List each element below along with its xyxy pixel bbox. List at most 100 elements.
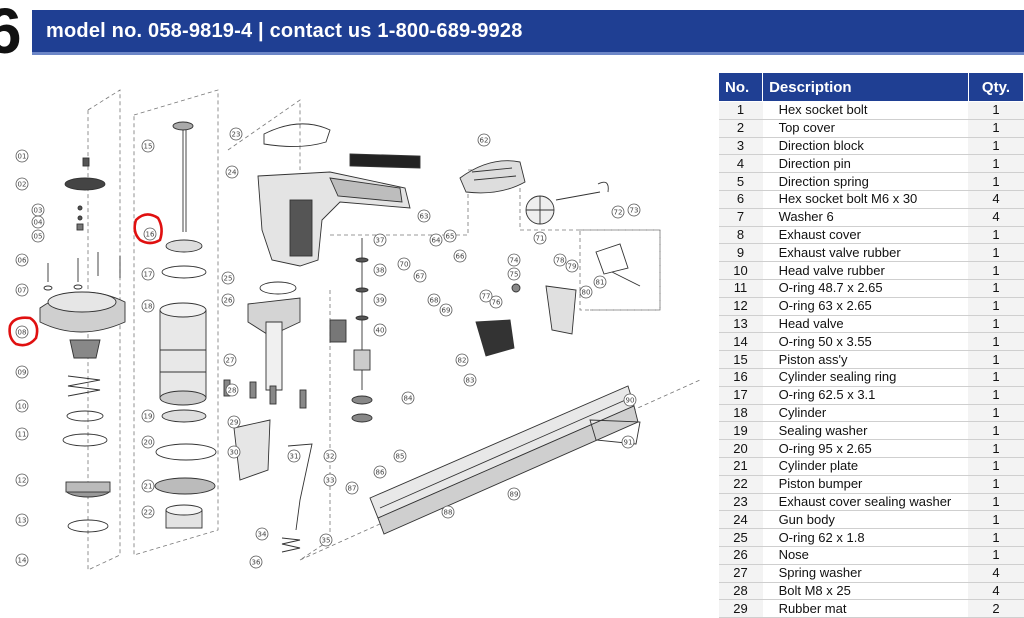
cell-qty: 1 [968, 528, 1024, 547]
cell-no: 29 [718, 599, 763, 618]
cell-no: 1 [718, 101, 763, 120]
cell-qty: 1 [968, 350, 1024, 369]
callout-label: 28 [228, 386, 237, 394]
callout-label: 62 [480, 136, 489, 144]
callout-label: 05 [34, 232, 43, 240]
callout-label: 91 [624, 438, 633, 446]
callout-label: 32 [326, 452, 335, 460]
callout-20: 20 [141, 435, 155, 449]
cell-description: Head valve [762, 315, 969, 334]
cell-description: Cylinder plate [762, 457, 969, 476]
callout-label: 17 [144, 270, 153, 278]
cell-description: Hex socket bolt [762, 101, 969, 120]
callout-label: 27 [226, 356, 235, 364]
callout-label: 69 [442, 306, 451, 314]
callout-label: 30 [230, 448, 239, 456]
callout-13: 13 [15, 513, 29, 527]
cell-no: 5 [718, 172, 763, 191]
callout-label: 25 [224, 274, 233, 282]
page-number: 6 [0, 0, 22, 67]
callout-label: 29 [230, 418, 239, 426]
callout-18: 18 [141, 299, 155, 313]
callout-28: 28 [225, 383, 239, 397]
cell-description: O-ring 50 x 3.55 [762, 332, 969, 352]
callout-68: 68 [427, 293, 441, 307]
cell-qty: 1 [968, 386, 1024, 405]
table-header-row: No. Description Qty. [717, 72, 1024, 102]
callout-label: 33 [326, 476, 335, 484]
cell-qty: 1 [968, 119, 1024, 138]
callout-label: 35 [322, 536, 331, 544]
callout-label: 68 [430, 296, 439, 304]
callout-01: 01 [15, 149, 29, 163]
cell-no: 2 [718, 119, 763, 138]
cell-description: O-ring 48.7 x 2.65 [762, 279, 969, 298]
cell-qty: 4 [968, 208, 1024, 227]
cell-no: 27 [718, 564, 763, 583]
callout-label: 40 [376, 326, 385, 334]
cell-no: 10 [718, 261, 763, 280]
cell-qty: 1 [968, 332, 1024, 352]
exploded-parts-diagram: 0102030405060708091011121314151617181920… [8, 89, 701, 571]
callout-label: 21 [144, 482, 153, 490]
callout-label: 64 [432, 236, 441, 244]
callout-87: 87 [345, 481, 359, 495]
callout-label: 87 [348, 484, 357, 492]
callout-04: 04 [31, 215, 45, 229]
cell-qty: 1 [968, 421, 1024, 441]
header-title: model no. 058-9819-4 | contact us 1-800-… [46, 20, 523, 42]
cell-no: 14 [718, 332, 763, 352]
callout-70: 70 [397, 257, 411, 271]
cell-qty: 1 [968, 475, 1024, 494]
cell-qty: 2 [968, 599, 1024, 618]
cell-qty: 1 [968, 261, 1024, 280]
callout-09: 09 [15, 365, 29, 379]
callout-label: 72 [614, 208, 623, 216]
header-no: No. [717, 72, 764, 102]
callout-81: 81 [593, 275, 607, 289]
cell-qty: 1 [968, 404, 1024, 423]
cell-qty: 4 [968, 582, 1024, 601]
callout-33: 33 [323, 473, 337, 487]
cell-no: 9 [718, 243, 763, 263]
callout-label: 86 [376, 468, 385, 476]
callout-label: 81 [596, 278, 605, 286]
callout-78: 78 [553, 253, 567, 267]
cell-qty: 1 [968, 279, 1024, 298]
cell-description: Piston bumper [762, 475, 969, 494]
cell-no: 18 [718, 404, 763, 423]
callout-label: 88 [444, 508, 453, 516]
cell-qty: 4 [968, 190, 1024, 209]
cell-no: 7 [718, 208, 763, 227]
cell-qty: 1 [968, 510, 1024, 530]
callout-75: 75 [507, 267, 521, 281]
cell-description: Direction pin [762, 154, 969, 174]
callout-84: 84 [401, 391, 415, 405]
cell-qty: 1 [968, 243, 1024, 263]
callout-63: 63 [417, 209, 431, 223]
callout-label: 66 [456, 252, 465, 260]
callout-77: 77 [479, 289, 493, 303]
callout-67: 67 [413, 269, 427, 283]
callout-88: 88 [441, 505, 455, 519]
callout-64: 64 [429, 233, 443, 247]
callout-label: 36 [252, 558, 261, 566]
cell-no: 22 [718, 475, 763, 494]
callout-22: 22 [141, 505, 155, 519]
callout-label: 04 [34, 218, 43, 226]
callout-label: 63 [420, 212, 429, 220]
callout-37: 37 [373, 233, 387, 247]
cell-description: Washer 6 [762, 208, 969, 227]
callout-31: 31 [287, 449, 301, 463]
callout-35: 35 [319, 533, 333, 547]
